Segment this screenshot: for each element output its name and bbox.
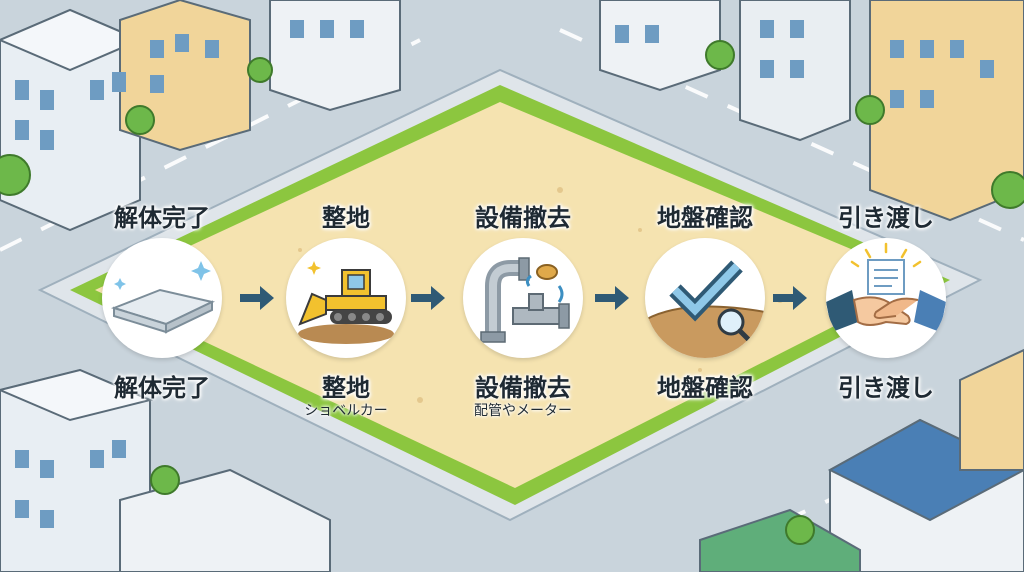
step-icon-circle — [645, 238, 765, 358]
step-icon-circle — [463, 238, 583, 358]
step-title-top: 整地 — [322, 204, 370, 232]
step-icon-circle — [826, 238, 946, 358]
step-icon-circle — [102, 238, 222, 358]
step-title-bottom: 設備撤去 — [475, 374, 571, 402]
step-subtitle: 配管やメーター — [474, 403, 572, 419]
step-title-top: 地盤確認 — [657, 204, 753, 232]
arrow-right-icon — [773, 286, 807, 310]
checkmark-magnifier-icon — [645, 260, 765, 358]
step-title-bottom: 地盤確認 — [657, 374, 753, 402]
step-subtitle: ショベルカー — [304, 403, 388, 419]
pipe-icon — [480, 257, 570, 343]
bulldozer-icon — [298, 261, 394, 344]
step-title-bottom: 整地 — [322, 374, 370, 402]
arrow-right-icon — [240, 286, 274, 310]
step-title-top: 引き渡し — [838, 204, 934, 232]
step-title-bottom: 解体完了 — [114, 374, 210, 402]
handshake-icon — [826, 242, 946, 332]
step-icon-circle — [286, 238, 406, 358]
arrow-right-icon — [595, 286, 629, 310]
arrow-right-icon — [411, 286, 445, 310]
step-title-bottom: 引き渡し — [838, 374, 934, 402]
step-title-top: 設備撤去 — [475, 204, 571, 232]
step-title-top: 解体完了 — [114, 204, 210, 232]
concrete-slab-icon — [110, 261, 216, 334]
